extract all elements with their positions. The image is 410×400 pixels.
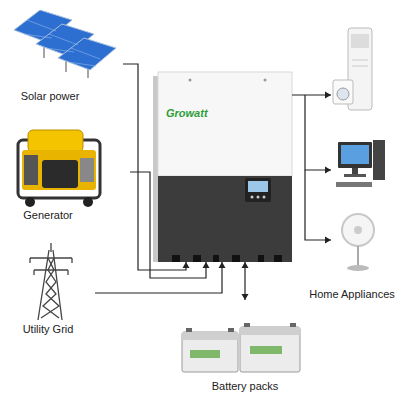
arrowhead xyxy=(242,294,249,300)
appliances-node: Home Appliances xyxy=(298,25,406,307)
inverter-picture xyxy=(153,72,292,262)
arrowhead xyxy=(203,262,210,268)
grid-node: Utility Grid xyxy=(5,240,95,338)
arrowhead xyxy=(242,262,249,268)
connector-line xyxy=(305,170,331,240)
connector-line xyxy=(95,262,222,293)
caption: Utility Grid xyxy=(5,322,91,336)
appliance-pictures xyxy=(333,28,385,271)
connector xyxy=(292,92,331,244)
pylon-picture xyxy=(30,243,72,320)
connector xyxy=(130,172,210,278)
caption: Battery packs xyxy=(180,379,310,393)
connector-line xyxy=(130,172,206,278)
arrowhead xyxy=(325,237,331,244)
solar-node: Solar power xyxy=(5,5,123,105)
battery-picture xyxy=(182,323,300,372)
arrowhead xyxy=(325,92,331,99)
arrowhead xyxy=(325,167,331,174)
inverter-node: Growatt xyxy=(158,72,292,262)
connector xyxy=(242,262,249,300)
connector-line xyxy=(123,64,186,270)
battery-node: Battery packs xyxy=(180,300,310,396)
arrowhead xyxy=(183,262,190,268)
caption: Generator xyxy=(5,208,91,222)
connector xyxy=(123,64,190,270)
solar-panels xyxy=(14,10,116,78)
connector xyxy=(95,262,226,293)
arrowhead xyxy=(219,262,226,268)
generator-node: Generator xyxy=(5,128,130,223)
brand-logo: Growatt xyxy=(166,106,246,120)
connector-line xyxy=(305,95,331,170)
caption: Home Appliances xyxy=(298,287,406,301)
caption: Solar power xyxy=(5,89,95,103)
generator-picture xyxy=(18,130,100,207)
